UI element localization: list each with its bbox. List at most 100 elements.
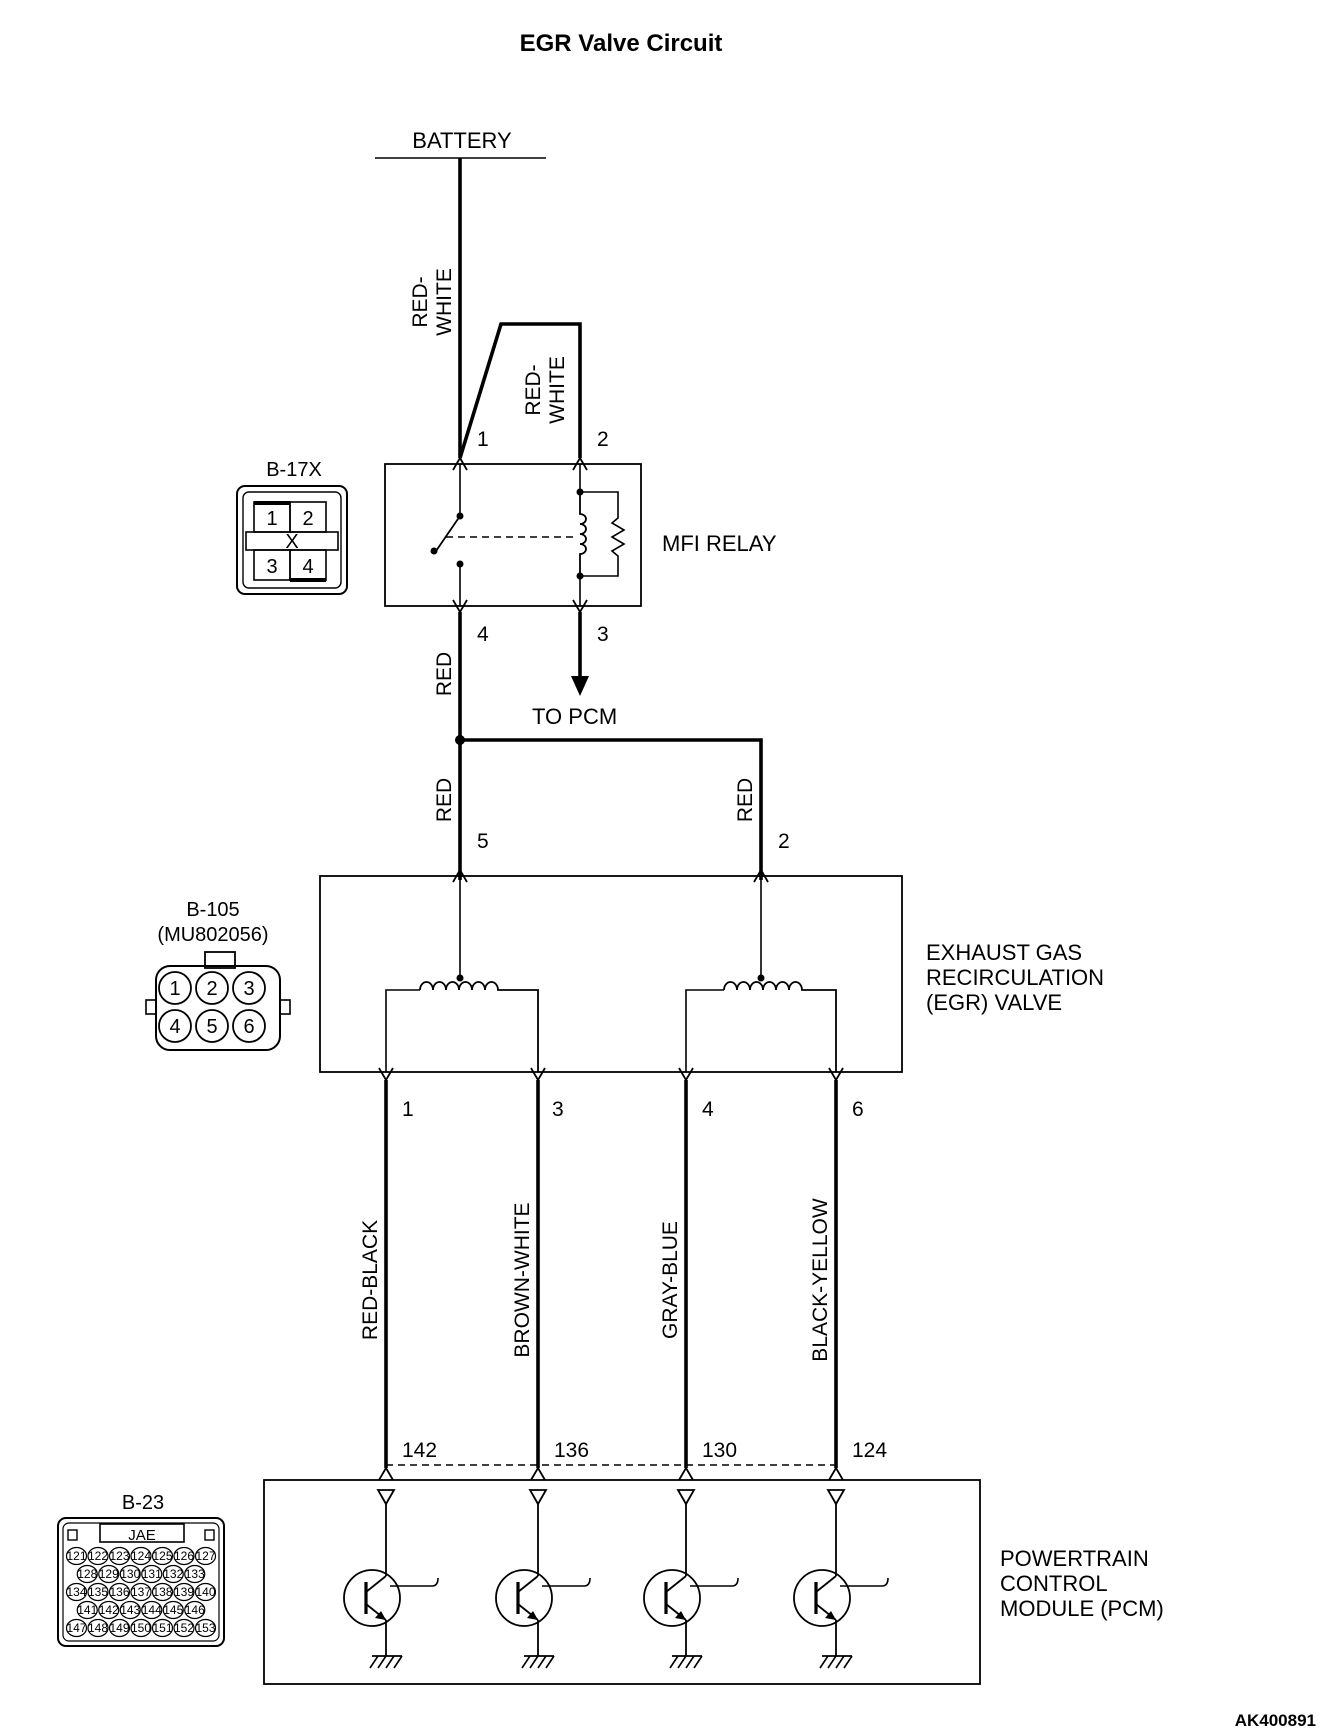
egr-coil-left-icon <box>419 981 539 1072</box>
b23-pin-number: 134 <box>66 1585 86 1599</box>
b105-pin-circle <box>232 1009 266 1043</box>
pcm: 142 136 130 124 POWERTRAIN CONTROL MODUL… <box>263 1439 1164 1685</box>
pcm-connector-id: B-23 <box>122 1492 164 1514</box>
egr-out-pin-6: 6 <box>852 1098 864 1121</box>
egr-pin-2: 2 <box>778 830 790 853</box>
b23-pin-circle <box>65 1546 88 1566</box>
egr-out-pin-1: 1 <box>402 1098 414 1121</box>
b23-pin-circle <box>184 1564 206 1584</box>
wire-label-red-black: RED-BLACK <box>359 1220 382 1340</box>
relay-conn-pin-1: 1 <box>266 508 277 530</box>
b23-pin-number: 124 <box>131 1549 151 1563</box>
relay-pin-2: 2 <box>597 428 609 451</box>
b23-pin-number: 132 <box>163 1567 183 1581</box>
b23-pin-circle <box>87 1618 109 1638</box>
b23-pin-circle <box>151 1546 174 1566</box>
b23-pin-circle <box>108 1618 131 1638</box>
pcm-pin-142: 142 <box>402 1439 437 1462</box>
relay-coil-icon <box>579 492 587 576</box>
relay-contact-pivot <box>430 547 438 555</box>
relay-connector-id: B-17X <box>266 459 322 481</box>
b105-pin-number: 1 <box>169 978 180 1000</box>
b105-pin-number: 5 <box>206 1016 217 1038</box>
relay-conn-mark: X <box>285 531 298 553</box>
b23-pin-circle <box>151 1618 174 1638</box>
wire-label-red-right: RED <box>734 778 757 822</box>
b23-pin-circle <box>194 1546 217 1566</box>
b23-pin-circle <box>130 1618 152 1638</box>
wire-battery-to-relay-coil: RED-WHITE <box>458 322 582 459</box>
b23-pin-circle <box>173 1546 195 1566</box>
pcm-name-line-2: CONTROL <box>1000 1571 1108 1596</box>
b23-pin-number: 140 <box>195 1585 215 1599</box>
b23-pin-number: 150 <box>131 1621 151 1635</box>
b105-pin-number: 6 <box>243 1016 254 1038</box>
b23-pin-circle <box>162 1600 184 1620</box>
relay-conn-pin-3: 3 <box>266 556 277 578</box>
b23-pin-number: 130 <box>120 1567 140 1581</box>
egr-name-line-2: RECIRCULATION <box>926 965 1104 990</box>
b23-pin-number: 121 <box>66 1549 86 1563</box>
relay-conn-pin-4: 4 <box>302 556 313 578</box>
relay-name: MFI RELAY <box>662 531 777 556</box>
b23-pin-circle <box>194 1582 217 1602</box>
pcm-pin-136: 136 <box>554 1439 589 1462</box>
b105-pin-number: 2 <box>206 978 217 1000</box>
pcm-driver-transistor <box>494 1489 592 1669</box>
wire-label-red-white-1: RED-WHITE <box>409 268 456 336</box>
b23-pin-circle <box>162 1564 184 1584</box>
b23-pin-circle <box>151 1582 174 1602</box>
egr-coil-right-icon <box>723 981 837 1072</box>
pcm-name-line-3: MODULE (PCM) <box>1000 1596 1164 1621</box>
egr-out-pin-3: 3 <box>552 1098 564 1121</box>
b23-pin-number: 144 <box>142 1603 162 1617</box>
egr-pin-5: 5 <box>477 830 489 853</box>
b23-pin-circle <box>130 1546 152 1566</box>
figure-code: AK400891 <box>1235 1711 1316 1730</box>
b23-pin-number: 128 <box>77 1567 97 1581</box>
relay-resistor-icon <box>580 491 626 577</box>
b23-pin-number: 123 <box>109 1549 129 1563</box>
b23-pin-number: 133 <box>185 1567 205 1581</box>
b23-pin-circle <box>173 1618 195 1638</box>
b23-pin-circle <box>65 1618 88 1638</box>
b23-pin-number: 129 <box>99 1567 119 1581</box>
b23-pin-circle <box>98 1600 120 1620</box>
egr-connector-part: (MU802056) <box>157 924 268 946</box>
b105-pin-number: 3 <box>243 978 254 1000</box>
b105-pin-circle <box>195 971 229 1005</box>
b23-pin-number: 137 <box>131 1585 151 1599</box>
b23-pin-circle <box>194 1618 217 1638</box>
b23-pin-number: 141 <box>77 1603 97 1617</box>
pcm-pin-130: 130 <box>702 1439 737 1462</box>
b23-pin-circle <box>98 1564 120 1584</box>
b23-pin-number: 142 <box>99 1603 119 1617</box>
b23-pin-circle <box>65 1582 88 1602</box>
pcm-driver-transistor <box>642 1489 740 1669</box>
b23-pin-circle <box>141 1600 163 1620</box>
b23-pin-circle <box>119 1600 141 1620</box>
b23-pin-number: 151 <box>152 1621 172 1635</box>
b23-pin-number: 146 <box>185 1603 205 1617</box>
pcm-name-line-1: POWERTRAIN <box>1000 1546 1149 1571</box>
wire-relay-output: RED RED RED <box>433 612 763 880</box>
wire-label-gray-blue: GRAY-BLUE <box>659 1221 682 1339</box>
relay-conn-pin-2: 2 <box>302 508 313 530</box>
wire-battery-to-relay: RED-WHITE <box>409 158 462 458</box>
b23-pin-number: 125 <box>152 1549 172 1563</box>
b105-pin-circle <box>158 1009 192 1043</box>
b23-pin-circle <box>119 1564 141 1584</box>
battery: BATTERY <box>375 128 546 159</box>
pcm-connector-label: JAE <box>128 1527 156 1544</box>
b23-pin-number: 145 <box>163 1603 183 1617</box>
battery-label: BATTERY <box>412 128 512 153</box>
relay-connector-b17x: B-17X 1 2 X 3 4 <box>236 459 348 595</box>
egr-to-pcm-wires: RED-BLACK BROWN-WHITE GRAY-BLUE BLACK-YE… <box>359 1080 838 1468</box>
egr-name-line-3: (EGR) VALVE <box>926 990 1062 1015</box>
relay-pin-3: 3 <box>597 623 609 646</box>
b23-pin-number: 126 <box>174 1549 194 1563</box>
relay-pin-1: 1 <box>477 428 489 451</box>
